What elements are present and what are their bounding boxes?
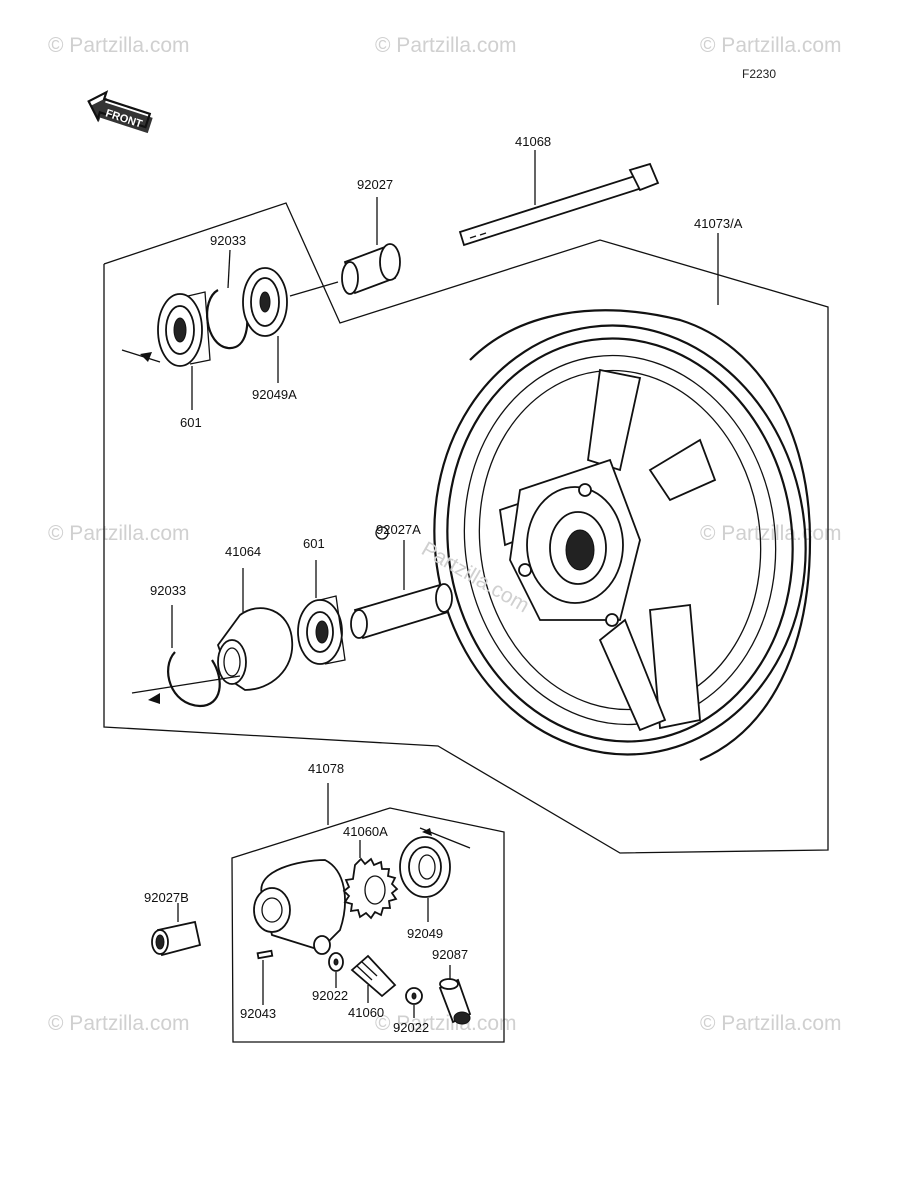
watermark: © Partzilla.com — [48, 34, 190, 57]
seal-92049A — [242, 267, 288, 383]
direction-arrow-mid — [131, 675, 241, 704]
collar-92027 — [341, 197, 401, 295]
label-92087: 92087 — [432, 947, 468, 962]
label-92022-right: 92022 — [393, 1020, 429, 1035]
label-92049A: 92049A — [252, 387, 297, 402]
gear-shaft-41060 — [350, 954, 397, 1003]
label-92043: 92043 — [240, 1006, 276, 1021]
gear-41060A — [342, 840, 399, 920]
label-92027B: 92027B — [144, 890, 189, 905]
watermark: © Partzilla.com — [700, 34, 842, 57]
label-92033-top: 92033 — [210, 233, 246, 248]
axle-41068 — [458, 150, 660, 247]
label-92022-left: 92022 — [312, 988, 348, 1003]
watermark: © Partzilla.com — [375, 34, 517, 57]
front-direction-badge: FRONT — [87, 90, 153, 134]
washer-92022-right — [405, 987, 423, 1018]
watermark: © Partzilla.com — [48, 522, 190, 545]
label-41073: 41073/A — [694, 216, 743, 231]
meter-gear-frame — [231, 807, 505, 1043]
watermark: © Partzilla.com — [700, 1012, 842, 1035]
label-92027A: 92027A — [376, 522, 421, 537]
circlip-92033-mid — [167, 605, 221, 708]
label-92049: 92049 — [407, 926, 443, 941]
watermark: © Partzilla.com — [700, 522, 842, 545]
axle-centerline — [289, 281, 339, 297]
gear-holder-41064 — [216, 568, 293, 691]
label-92033-mid: 92033 — [150, 583, 186, 598]
label-41064: 41064 — [225, 544, 261, 559]
spacer-92027A — [350, 526, 453, 640]
assembly-frame-outline — [103, 202, 829, 854]
bushing-92087 — [438, 965, 472, 1025]
figure-code: F2230 — [742, 67, 776, 81]
label-41060: 41060 — [348, 1005, 384, 1020]
label-41068: 41068 — [515, 134, 551, 149]
watermark-layer: © Partzilla.com © Partzilla.com © Partzi… — [48, 34, 842, 1035]
bearing-601-mid — [297, 560, 346, 665]
watermark: © Partzilla.com — [375, 1012, 517, 1035]
collar-92027B — [151, 903, 202, 957]
label-601-top: 601 — [180, 415, 202, 430]
label-601-mid: 601 — [303, 536, 325, 551]
seal-92049 — [399, 836, 451, 922]
label-41060A: 41060A — [343, 824, 388, 839]
label-92027: 92027 — [357, 177, 393, 192]
arrow-head — [422, 828, 432, 836]
washer-92022-left — [328, 952, 344, 988]
watermark: © Partzilla.com — [48, 1012, 190, 1035]
wheel-41073 — [433, 233, 812, 762]
circlip-92033-top — [206, 249, 249, 350]
bearing-601-top — [157, 291, 211, 410]
part-labels: 41068 92027 92033 41073/A 601 92049A 920… — [144, 134, 743, 1035]
pin-92043 — [256, 949, 274, 1005]
meter-gearbox-housing — [253, 859, 346, 955]
direction-arrow-top — [121, 349, 161, 363]
label-41078: 41078 — [308, 761, 344, 776]
